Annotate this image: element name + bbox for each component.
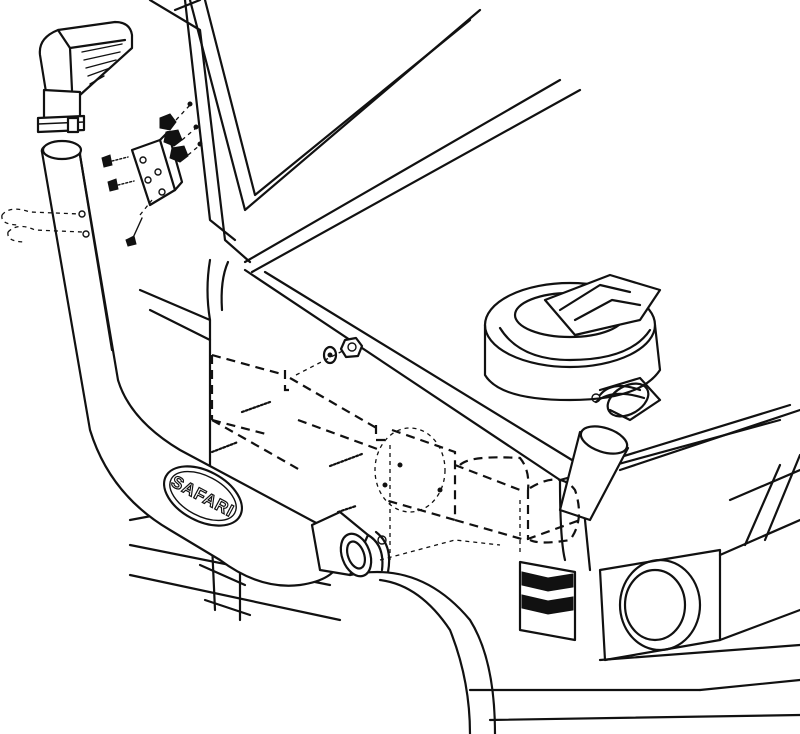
front-end [518, 453, 800, 662]
air-ram-head [36, 20, 134, 134]
pillar-bracket [101, 101, 203, 247]
nut-and-washer [322, 336, 364, 365]
connector-hose [558, 425, 630, 522]
mounting-studs [210, 400, 364, 514]
alternate-mount-outline [1, 208, 90, 243]
snorkel-body: SAFARI [40, 139, 391, 587]
vehicle-body [128, 0, 800, 734]
air-cleaner [483, 273, 662, 422]
mounting-template [210, 341, 581, 561]
